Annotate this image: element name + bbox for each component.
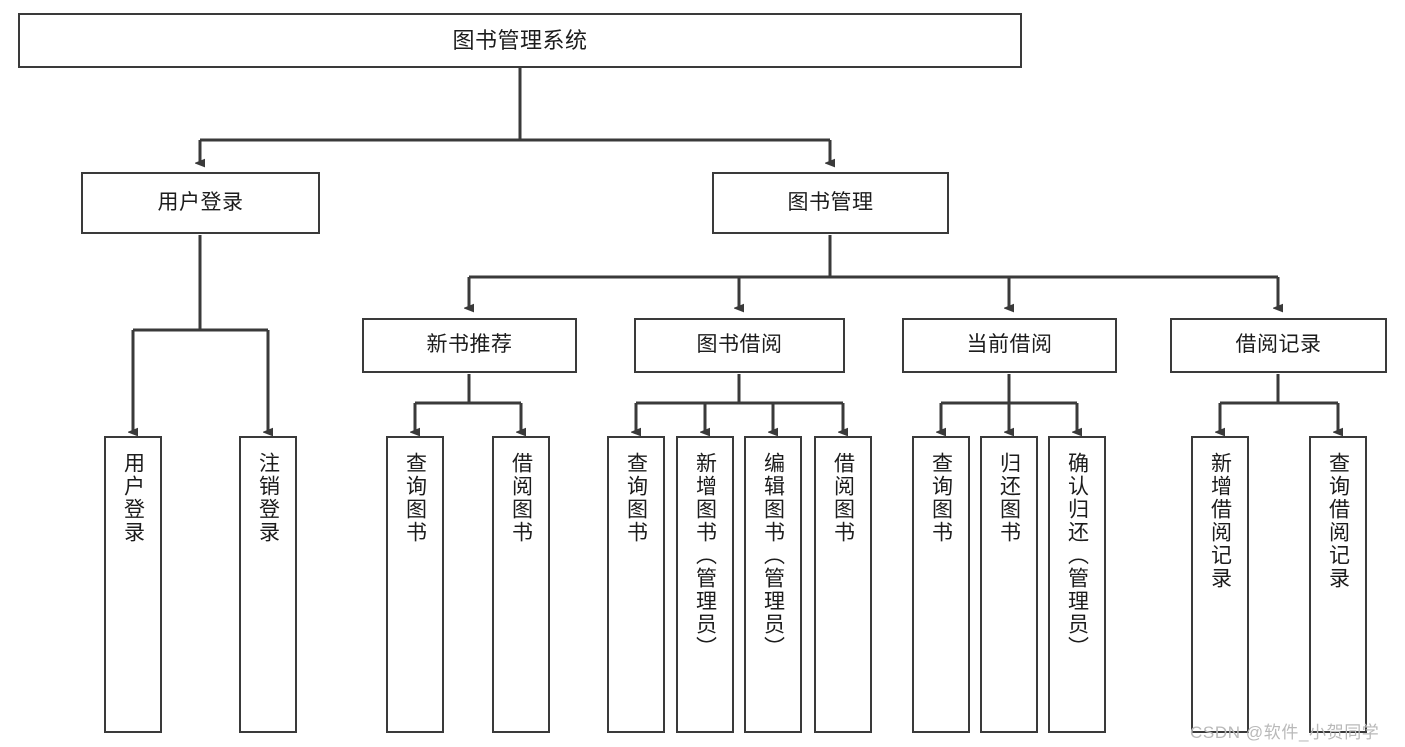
node-borrow-record[interactable]: 借阅记录 <box>1170 318 1387 373</box>
leaf-add-book-admin[interactable]: 新增图书（管理员） <box>676 436 734 733</box>
leaf-query-book-new[interactable]: 查询图书 <box>386 436 444 733</box>
node-root-system[interactable]: 图书管理系统 <box>18 13 1022 68</box>
leaf-query-book-borrow[interactable]: 查询图书 <box>607 436 665 733</box>
leaf-confirm-return-admin[interactable]: 确认归还（管理员） <box>1048 436 1106 733</box>
node-label: 查询图书 <box>403 452 427 544</box>
watermark-text: CSDN @软件_小贺同学 <box>1190 723 1380 742</box>
node-label: 新增借阅记录 <box>1208 452 1232 590</box>
node-label: 用户登录 <box>157 190 244 214</box>
node-label: 新书推荐 <box>426 333 513 357</box>
leaf-query-borrow-record[interactable]: 查询借阅记录 <box>1309 436 1367 733</box>
node-current-borrow[interactable]: 当前借阅 <box>902 318 1117 373</box>
node-new-book-recommend[interactable]: 新书推荐 <box>362 318 577 373</box>
node-label: 查询图书 <box>929 452 953 544</box>
node-label: 借阅记录 <box>1235 333 1322 357</box>
leaf-borrow-book-new[interactable]: 借阅图书 <box>492 436 550 733</box>
leaf-query-book-current[interactable]: 查询图书 <box>912 436 970 733</box>
node-label: 图书借阅 <box>696 333 783 357</box>
leaf-logout[interactable]: 注销登录 <box>239 436 297 733</box>
node-label: 图书管理系统 <box>452 27 588 53</box>
node-label: 用户登录 <box>121 452 145 544</box>
node-label: 确认归还（管理员） <box>1065 452 1089 659</box>
node-book-management[interactable]: 图书管理 <box>712 172 949 234</box>
leaf-add-borrow-record[interactable]: 新增借阅记录 <box>1191 436 1249 733</box>
node-label: 查询借阅记录 <box>1326 452 1350 590</box>
node-label: 当前借阅 <box>966 333 1053 357</box>
node-user-login[interactable]: 用户登录 <box>81 172 320 234</box>
node-label: 注销登录 <box>256 452 280 544</box>
node-label: 新增图书（管理员） <box>693 452 717 659</box>
leaf-edit-book-admin[interactable]: 编辑图书（管理员） <box>744 436 802 733</box>
leaf-user-login[interactable]: 用户登录 <box>104 436 162 733</box>
node-label: 图书管理 <box>787 190 874 214</box>
node-label: 归还图书 <box>997 452 1021 544</box>
leaf-return-book[interactable]: 归还图书 <box>980 436 1038 733</box>
node-book-borrow[interactable]: 图书借阅 <box>634 318 845 373</box>
leaf-borrow-book[interactable]: 借阅图书 <box>814 436 872 733</box>
node-label: 编辑图书（管理员） <box>761 452 785 659</box>
node-label: 查询图书 <box>624 452 648 544</box>
node-label: 借阅图书 <box>831 452 855 544</box>
node-label: 借阅图书 <box>509 452 533 544</box>
